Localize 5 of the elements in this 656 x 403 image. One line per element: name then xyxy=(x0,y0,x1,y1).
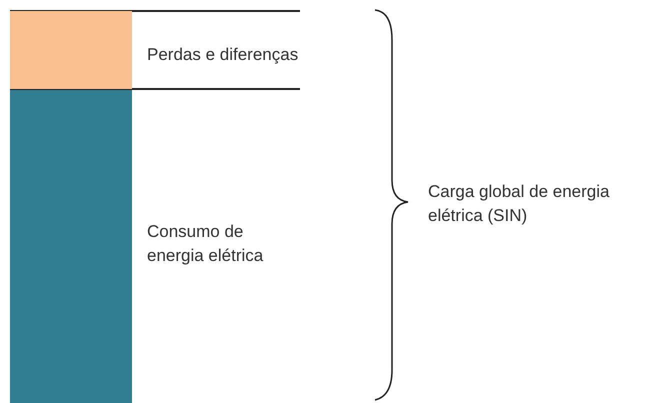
segment-label: Perdas e diferenças xyxy=(147,44,300,66)
bar-segment xyxy=(10,11,132,89)
bar-segment xyxy=(10,90,132,403)
segment-label: Consumo de energia elétrica xyxy=(147,221,264,267)
brace-label: Carga global de energia elétrica (SIN) xyxy=(428,181,610,227)
